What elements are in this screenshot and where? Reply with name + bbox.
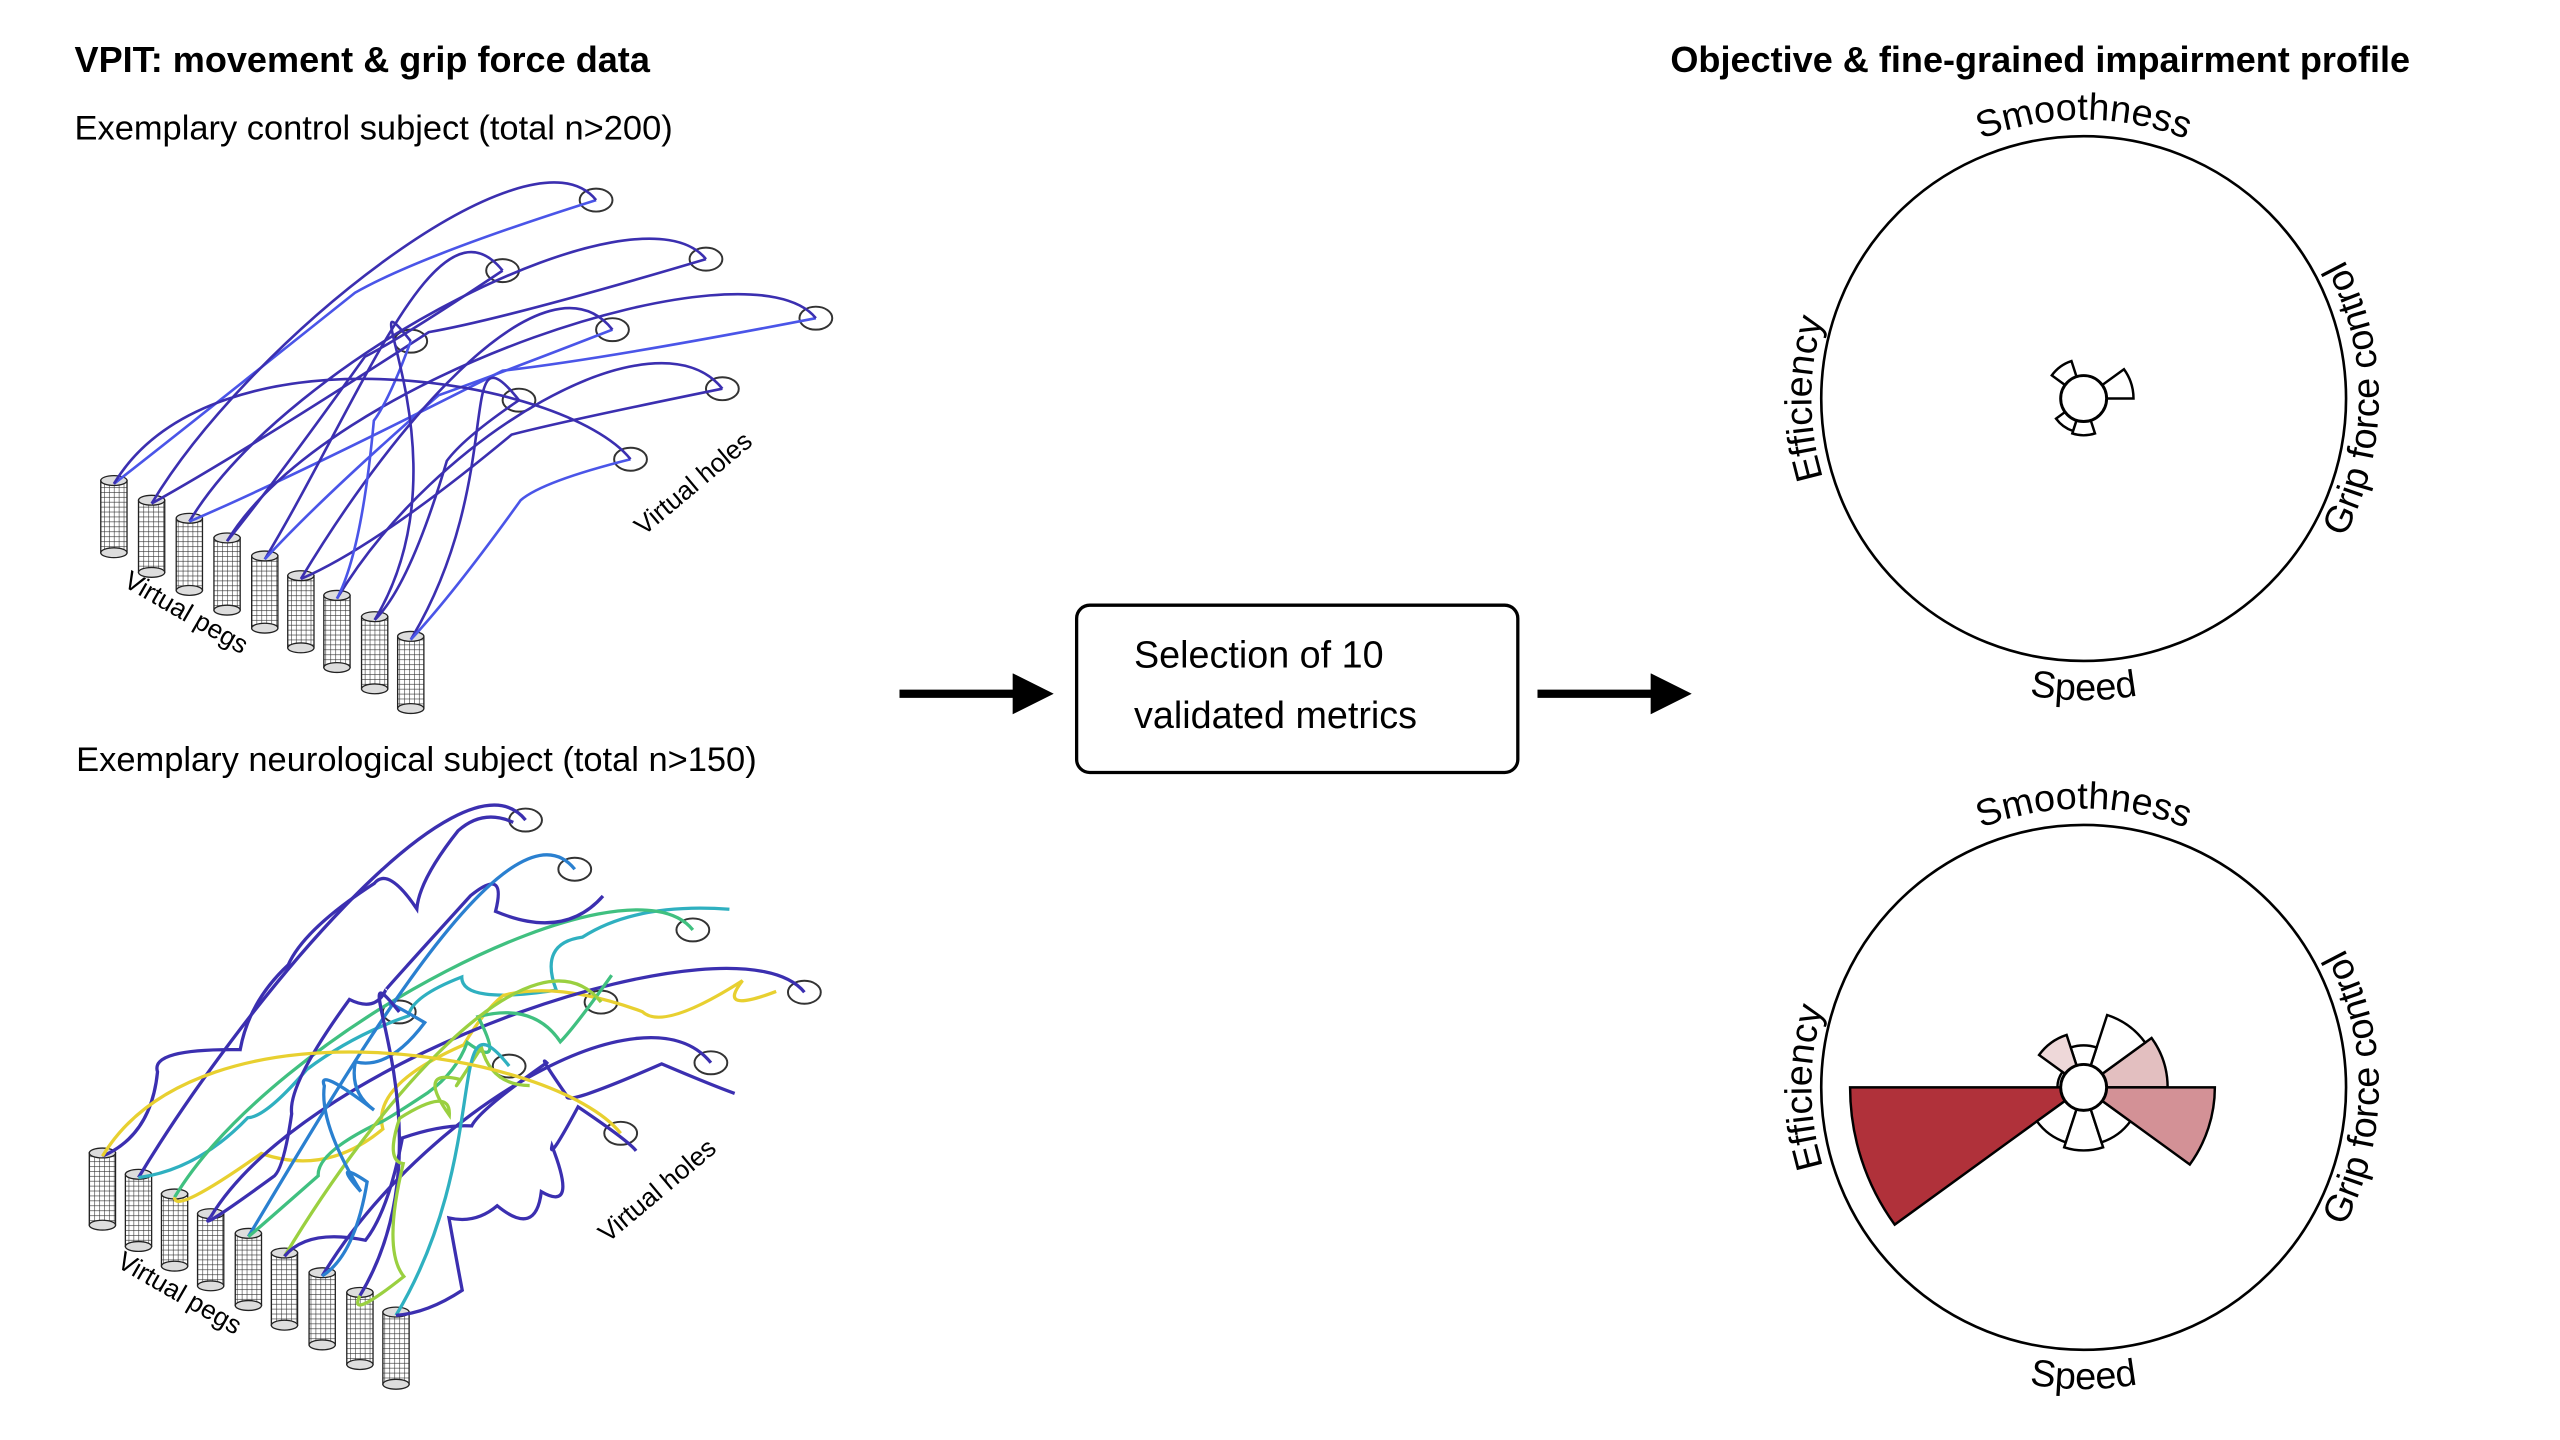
- virtual-peg: [234, 1227, 263, 1312]
- hand-trajectory: [335, 361, 724, 600]
- hand-trajectory: [150, 181, 598, 505]
- virtual-peg: [100, 474, 128, 559]
- virtual-hole: [501, 387, 537, 413]
- hand-trajectory: [172, 979, 777, 1203]
- box-line-2: validated metrics: [1134, 694, 1417, 736]
- hand-trajectory: [209, 966, 806, 1218]
- hand-trajectory: [395, 1104, 638, 1317]
- virtual-peg: [396, 630, 425, 715]
- neuro-caption: Exemplary neurological subject (total n>…: [76, 741, 757, 779]
- virtual-hole: [688, 246, 724, 272]
- virtual-hole: [704, 376, 740, 402]
- rose-sector: [2089, 1013, 2147, 1076]
- hand-trajectory: [150, 257, 707, 505]
- rose-outer-circle: [1819, 823, 2348, 1352]
- hand-trajectory: [137, 803, 527, 1179]
- axis-label-top: Smoothness: [1970, 86, 2198, 147]
- rose-sector: [1848, 1086, 2067, 1227]
- virtual-peg: [160, 1188, 189, 1272]
- neuro-trajectory-plot: [88, 803, 822, 1390]
- hand-trajectory: [226, 269, 504, 543]
- virtual-hole: [603, 1120, 639, 1146]
- hand-trajectory: [283, 1059, 736, 1258]
- virtual-hole: [693, 1050, 729, 1076]
- rose-sector: [2070, 419, 2097, 437]
- hand-trajectory: [409, 457, 631, 641]
- hand-trajectory: [321, 1002, 428, 1278]
- hand-trajectory: [299, 306, 614, 580]
- box-line-1: Selection of 10: [1134, 634, 1384, 676]
- right-title: Objective & fine-grained impairment prof…: [1670, 39, 2410, 80]
- holes-label-control: Virtual holes: [628, 425, 758, 540]
- rose-center-hole: [2059, 1062, 2109, 1112]
- axis-label-bottom: Speed: [2028, 1351, 2139, 1397]
- virtual-hole: [491, 1053, 527, 1079]
- virtual-peg: [270, 1247, 299, 1331]
- rose-sector: [2100, 367, 2135, 400]
- virtual-peg: [88, 1147, 117, 1231]
- virtual-peg: [308, 1267, 336, 1351]
- hand-trajectory: [394, 1042, 511, 1317]
- hand-trajectory: [247, 974, 614, 1239]
- virtual-peg: [360, 611, 389, 695]
- virtual-peg: [213, 532, 241, 616]
- holes-label-neuro: Virtual holes: [592, 1132, 722, 1247]
- rose-sector: [2037, 1033, 2078, 1076]
- virtual-peg: [287, 570, 315, 654]
- virtual-peg: [251, 550, 279, 634]
- virtual-peg: [175, 512, 204, 597]
- virtual-hole: [613, 446, 648, 472]
- hand-trajectory: [225, 292, 817, 542]
- hand-trajectory: [101, 815, 514, 1158]
- axis-label-left: Efficiency: [1777, 999, 1831, 1175]
- virtual-hole: [675, 917, 711, 943]
- hand-trajectory: [356, 1043, 530, 1307]
- hand-trajectory: [358, 991, 401, 1297]
- virtual-peg: [382, 1306, 410, 1390]
- hand-trajectory: [101, 1050, 622, 1158]
- virtual-hole: [578, 187, 614, 213]
- virtual-peg: [323, 589, 351, 674]
- axis-label-left: Efficiency: [1777, 310, 1831, 486]
- rose-outer-circle: [1819, 134, 2348, 663]
- rose-sector: [2100, 1086, 2217, 1167]
- virtual-peg: [124, 1168, 153, 1253]
- axis-label-right: Grip force control: [2314, 945, 2387, 1231]
- axis-label-bottom: Speed: [2028, 662, 2139, 708]
- left-title: VPIT: movement & grip force data: [75, 39, 651, 80]
- control-caption: Exemplary control subject (total n>200): [75, 109, 673, 147]
- hand-trajectory: [283, 979, 603, 1258]
- hand-trajectory: [320, 1036, 713, 1277]
- virtual-hole: [557, 856, 593, 882]
- virtual-peg: [137, 494, 166, 578]
- hand-trajectory: [373, 399, 520, 621]
- hand-trajectory: [263, 328, 613, 561]
- hand-trajectory: [246, 853, 577, 1238]
- hand-trajectory: [409, 376, 521, 641]
- virtual-hole: [786, 979, 822, 1005]
- virtual-hole: [798, 305, 834, 331]
- hand-trajectory: [373, 320, 415, 621]
- axis-label-right: Grip force control: [2314, 256, 2387, 542]
- hand-trajectory: [173, 908, 695, 1199]
- rose-center-hole: [2059, 374, 2109, 423]
- hand-trajectory: [112, 377, 632, 485]
- virtual-hole: [595, 317, 630, 343]
- hand-trajectory: [300, 387, 723, 581]
- control-trajectory-plot: [100, 181, 834, 715]
- hand-trajectory: [138, 906, 730, 1180]
- hand-trajectory: [206, 882, 605, 1223]
- hand-trajectory: [113, 198, 597, 485]
- metrics-box: [1074, 603, 1520, 775]
- axis-label-top: Smoothness: [1970, 774, 2198, 835]
